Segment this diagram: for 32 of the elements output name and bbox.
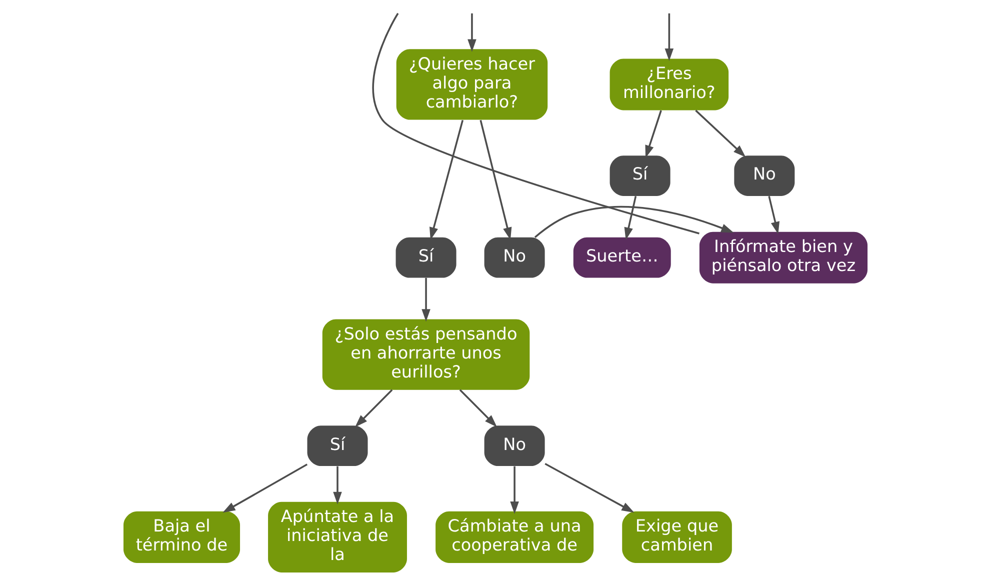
arrow (222, 464, 308, 513)
node-box: ¿Quieres hacer algo para cambiarlo? (396, 49, 548, 120)
arrow (624, 196, 636, 240)
node-box: Infórmate bien y piénsalo otra vez (698, 232, 868, 284)
arrow (664, 13, 674, 62)
arrow (421, 278, 430, 322)
node-box: No (484, 237, 544, 278)
arrow (458, 389, 497, 428)
arrow (544, 462, 634, 513)
arrow (479, 120, 512, 240)
node-box: No (734, 156, 794, 196)
arrow (510, 466, 518, 514)
node-box: Apúntate a la iniciativa de la (268, 502, 406, 572)
node-box: Sí (395, 237, 456, 278)
node-box: Baja el término de (122, 511, 240, 563)
node-box: Exige que cambien (622, 511, 732, 563)
node-box: Sí (306, 426, 368, 466)
node-box: Suerte… (572, 237, 670, 278)
node-box: Cámbiate a una cooperativa de (435, 511, 594, 563)
node-box: Sí (609, 156, 670, 196)
node-box: No (484, 426, 544, 466)
arrow (428, 120, 464, 240)
node-box: ¿Solo estás pensando en ahorrarte unos eurillos? (322, 319, 530, 390)
arrow (354, 389, 392, 428)
arrow (332, 466, 342, 504)
arrow (768, 196, 780, 234)
arrow (467, 13, 476, 52)
arrow (534, 206, 734, 238)
arrow (694, 110, 746, 158)
arrow (644, 110, 662, 158)
connector (372, 12, 699, 234)
node-box: ¿Eres millonario? (609, 58, 728, 110)
